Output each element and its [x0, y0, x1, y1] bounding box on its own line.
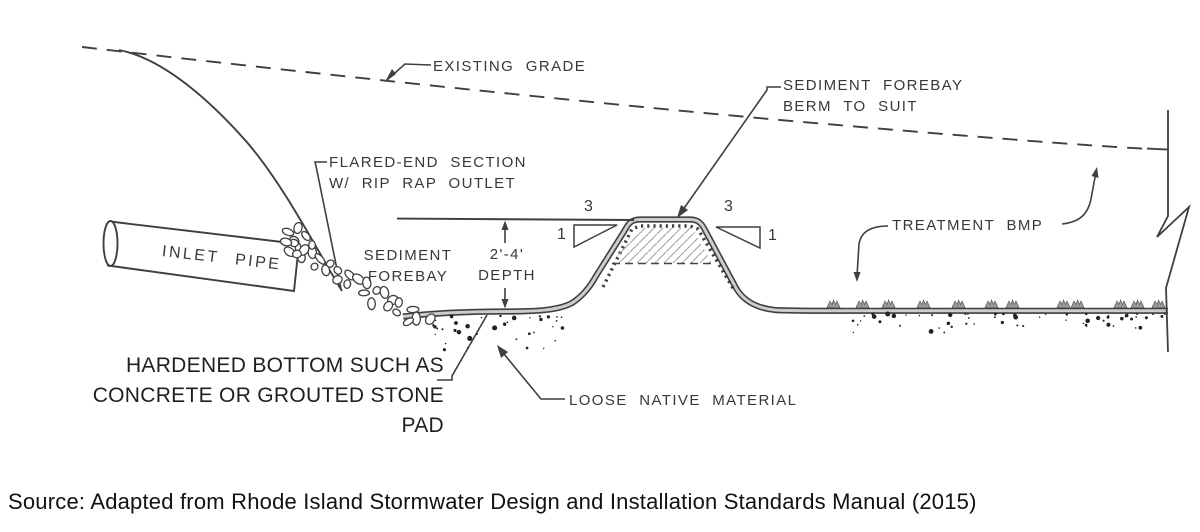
slope-triangle-left	[573, 224, 618, 249]
flared-end-label-line2: W/ RIP RAP OUTLET	[329, 175, 517, 192]
grass-tufts	[826, 299, 1166, 308]
berm-label-line2: BERM TO SUIT	[783, 98, 918, 115]
berm-label-line1: SEDIMENT FOREBAY	[783, 77, 964, 94]
basin-liner-band	[402, 216, 1168, 320]
forebay-label-line2: FOREBAY	[367, 268, 449, 285]
rip-rap-stones	[279, 221, 436, 327]
existing-grade-line	[81, 46, 1151, 150]
treatment-bmp-label: TREATMENT BMP	[892, 217, 1044, 234]
inlet-pipe-shape	[102, 220, 301, 293]
existing-grade-end-tick	[1146, 147, 1169, 151]
depth-dimension	[501, 220, 509, 309]
existing-grade-label: EXISTING GRADE	[433, 58, 587, 75]
slope-triangle-right	[715, 226, 761, 250]
depth-value: 2'-4'	[489, 246, 525, 263]
forebay-top-line	[396, 217, 635, 221]
leader-lines	[313, 63, 1099, 400]
hardened-line1: HARDENED BOTTOM SUCH AS	[125, 354, 444, 377]
left-bank-curve	[118, 49, 343, 292]
forebay-label-line1: SEDIMENT	[363, 247, 453, 264]
slope-run-left-label: 3	[584, 198, 593, 215]
hardened-line3: PAD	[401, 414, 444, 437]
break-line	[1156, 110, 1191, 353]
slope-rise-right-label: 1	[768, 227, 777, 244]
slope-run-right-label: 3	[724, 198, 733, 215]
soil-speckles	[432, 311, 1166, 352]
depth-word: DEPTH	[478, 267, 536, 284]
source-caption: Source: Adapted from Rhode Island Stormw…	[8, 489, 977, 514]
hardened-line2: CONCRETE OR GROUTED STONE	[92, 384, 444, 407]
berm-interior	[601, 224, 736, 291]
flared-end-label-line1: FLARED-END SECTION	[329, 154, 527, 171]
drawing-svg	[81, 46, 1191, 400]
slope-rise-left-label: 1	[557, 226, 566, 243]
loose-native-label: LOOSE NATIVE MATERIAL	[569, 392, 798, 409]
hardened-bottom-label: HARDENED BOTTOM SUCH AS CONCRETE OR GROU…	[58, 351, 444, 441]
